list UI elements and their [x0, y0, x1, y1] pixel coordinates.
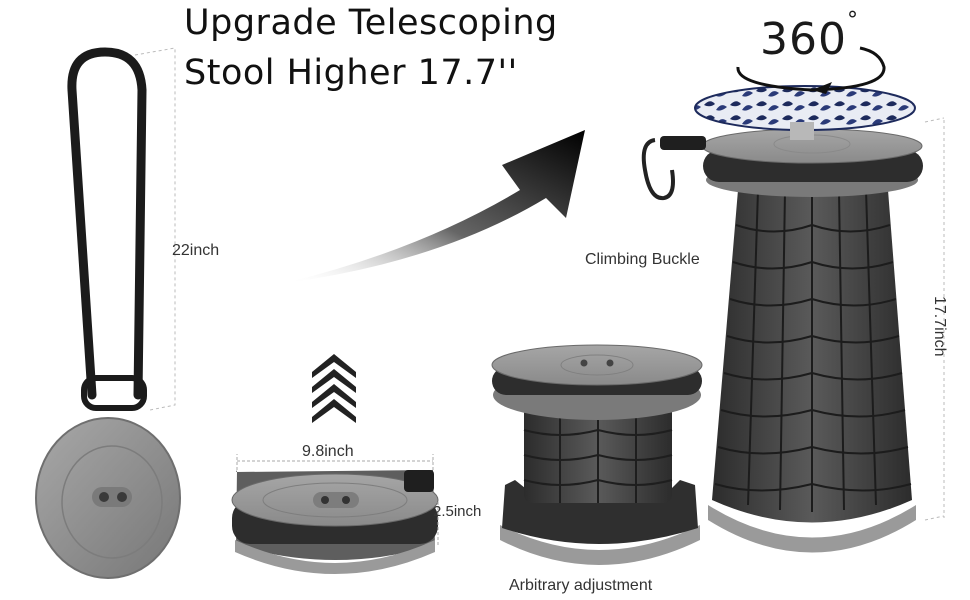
curved-arrow-icon — [285, 130, 585, 283]
rotation-badge: 360° — [760, 8, 859, 65]
fully-extended-stool — [641, 85, 923, 553]
rotation-arrow-icon — [736, 46, 886, 94]
strap-buckle — [81, 375, 147, 411]
arbitrary-adjustment-label: Arbitrary adjustment — [509, 577, 653, 594]
buckle-strap — [660, 136, 706, 150]
headline-line-1: Upgrade Telescoping — [184, 3, 558, 43]
strap-dimension-line — [134, 47, 176, 411]
partially-extended-stool — [491, 344, 703, 565]
climbing-buckle-label: Climbing Buckle — [585, 251, 700, 268]
carry-strap — [67, 47, 147, 400]
diameter-label: 9.8inch — [302, 443, 354, 460]
headline: Upgrade Telescoping Stool Higher 17.7'' — [184, 0, 558, 98]
degree-mark: ° — [846, 8, 859, 33]
rotation-value: 360 — [760, 14, 847, 65]
folded-height-label: 2.5inch — [433, 503, 482, 520]
headline-line-2: Stool Higher 17.7'' — [184, 53, 518, 93]
folded-stool — [231, 470, 439, 574]
strap-length-label: 22inch — [172, 242, 220, 259]
folded-stool-with-strap — [35, 47, 181, 579]
up-chevrons-icon — [312, 354, 356, 423]
extended-height-label: 17.7inch — [931, 296, 948, 357]
carabiner-icon — [641, 138, 675, 201]
